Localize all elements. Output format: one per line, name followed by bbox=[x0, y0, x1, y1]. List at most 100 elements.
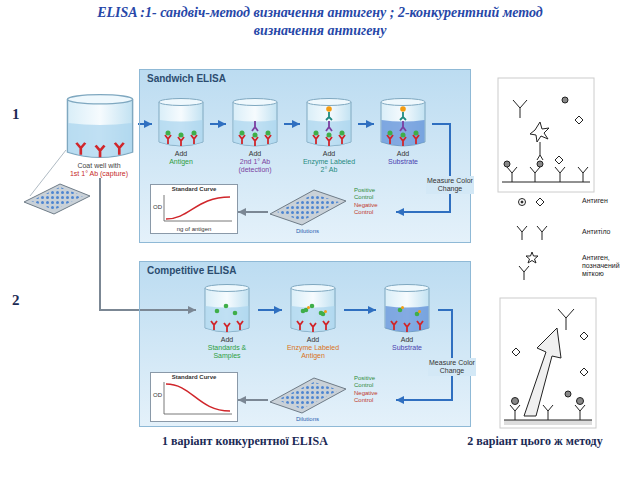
competitive-beakers-part-part bbox=[297, 321, 329, 332]
competitive-beakers-part-part bbox=[398, 306, 421, 316]
competitive-sketch-part bbox=[577, 398, 584, 405]
standard-curve-plots-part bbox=[166, 197, 230, 219]
panel-title: Sandwich ELISA bbox=[140, 70, 470, 85]
reagent-name: Antigen bbox=[152, 158, 210, 166]
standard-curve-plots-part bbox=[164, 195, 232, 221]
microplates-part bbox=[270, 190, 346, 225]
sandwich-beakers-part-part bbox=[314, 131, 345, 138]
sandwich-beakers-part bbox=[381, 99, 425, 147]
flow-arrow bbox=[344, 309, 376, 311]
sandwich-sketch bbox=[498, 78, 594, 192]
sandwich-sketch-part bbox=[504, 161, 510, 167]
sandwich-beakers-part-part bbox=[234, 120, 277, 146]
sandwich-beakers-part-part bbox=[307, 99, 351, 147]
microplates-part bbox=[277, 382, 339, 409]
competitive-beakers-part-part bbox=[386, 306, 429, 332]
legend-text: Антитіло bbox=[582, 228, 632, 236]
standard-curve-plots-part bbox=[164, 382, 232, 414]
microplate: Positive ControlNegative ControlDilution… bbox=[268, 374, 396, 424]
coat-plate-part bbox=[24, 184, 90, 214]
assay-well: AddStandards & Samples bbox=[196, 284, 258, 360]
competitive-sketch-part bbox=[580, 368, 588, 376]
legend-symbols-part bbox=[521, 201, 523, 203]
standard-curve: Standard CurveODng of antigen bbox=[150, 184, 238, 234]
competitive-beakers-part-part bbox=[291, 285, 335, 333]
competitive-beakers-part-part bbox=[205, 285, 249, 333]
coat-plate-part bbox=[30, 150, 66, 196]
competitive-beakers-part bbox=[385, 285, 429, 333]
step-verb: Add bbox=[376, 336, 438, 344]
sandwich-sketch-part bbox=[502, 182, 590, 183]
coat-beaker-part-part bbox=[68, 123, 132, 157]
competitive-sketch-part bbox=[504, 420, 592, 425]
sandwich-sketch-part bbox=[537, 161, 543, 167]
axis-label: OD bbox=[153, 204, 162, 211]
sandwich-beakers-part-part bbox=[308, 120, 351, 146]
competitive-sketch-part bbox=[524, 328, 561, 416]
sandwich-beakers-part-part bbox=[381, 99, 425, 147]
sandwich-beakers-part bbox=[307, 99, 351, 147]
flow-arrow bbox=[100, 178, 196, 310]
microplates-part bbox=[277, 194, 339, 221]
sandwich-sketch-part bbox=[530, 122, 549, 142]
panel-title: Competitive ELISA bbox=[140, 262, 470, 277]
axis-label: OD bbox=[153, 392, 162, 399]
panel-grounds-part bbox=[140, 70, 470, 242]
sandwich-beakers-part-part bbox=[400, 121, 406, 131]
edge-label: Measure Color Change bbox=[428, 358, 476, 376]
sandwich-beakers-part-part bbox=[252, 121, 258, 131]
legend-symbols-part bbox=[519, 199, 526, 206]
flow-arrow bbox=[258, 309, 282, 311]
sandwich-beakers-part-part bbox=[240, 131, 271, 138]
standard-curve-plots-part bbox=[150, 184, 238, 234]
assay-well: AddSubstrate bbox=[374, 98, 432, 166]
step-verb: Add bbox=[300, 150, 358, 158]
assay-well: AddSubstrate bbox=[376, 284, 438, 352]
chart-title: Standard Curve bbox=[151, 374, 237, 381]
competitive-panel: Competitive ELISAAddStandards & SamplesA… bbox=[140, 262, 470, 426]
sandwich-sketch-part bbox=[513, 100, 527, 118]
competitive-beakers bbox=[205, 285, 429, 333]
competitive-sketch-part bbox=[500, 298, 596, 428]
chart-title: Standard Curve bbox=[151, 186, 237, 193]
step-verb: Add bbox=[226, 150, 284, 158]
sandwich-sketch-part bbox=[498, 78, 594, 192]
competitive-beakers-part-part bbox=[385, 285, 429, 333]
competitive-beakers-part bbox=[291, 285, 335, 333]
assay-well: AddAntigen bbox=[152, 98, 210, 166]
assay-well: AddEnzyme Labeled Antigen bbox=[282, 284, 344, 360]
control-label: Positive Control bbox=[354, 187, 396, 201]
sandwich-beakers-part-part bbox=[166, 131, 197, 138]
flow-arrow bbox=[358, 123, 374, 125]
coat-beaker-part-part bbox=[76, 143, 123, 158]
section-number: 1 bbox=[12, 106, 20, 123]
flow-arrow bbox=[396, 124, 450, 212]
section-number: 2 bbox=[12, 292, 20, 309]
sandwich-beakers bbox=[159, 99, 425, 147]
competitive-beakers-part bbox=[205, 285, 249, 333]
standard-curve-plots-part bbox=[166, 384, 230, 411]
caption-text: 2 варіант цього ж методу bbox=[440, 434, 630, 449]
competitive-sketch-part bbox=[512, 398, 519, 405]
coat-beaker-part-part bbox=[67, 95, 132, 158]
control-label: Negative Control bbox=[354, 390, 396, 404]
competitive-beakers-part-part bbox=[215, 304, 238, 316]
reagent-name: Substrate bbox=[376, 344, 438, 352]
panel-grounds-part bbox=[140, 262, 470, 426]
reagent-name: 1st 1° Ab (capture) bbox=[60, 170, 138, 178]
competitive-beakers-part-part bbox=[211, 321, 243, 332]
sandwich-beakers-part-part bbox=[388, 131, 419, 138]
standard-curve: Standard CurveOD bbox=[150, 372, 238, 422]
microplates-part bbox=[270, 378, 346, 413]
legend-symbols-part bbox=[526, 252, 538, 263]
step-label: Coat well with bbox=[60, 162, 138, 170]
sandwich-beakers-part-part bbox=[160, 120, 203, 146]
control-label: Negative Control bbox=[354, 202, 396, 216]
assay-well: AddEnzyme Labeled 2° Ab bbox=[300, 98, 358, 174]
coat-plate-part bbox=[31, 187, 83, 210]
reagent-name: Enzyme Labeled Antigen bbox=[282, 344, 344, 360]
plate-label: Dilutions bbox=[296, 228, 319, 235]
sandwich-beakers-part-part bbox=[159, 99, 203, 147]
